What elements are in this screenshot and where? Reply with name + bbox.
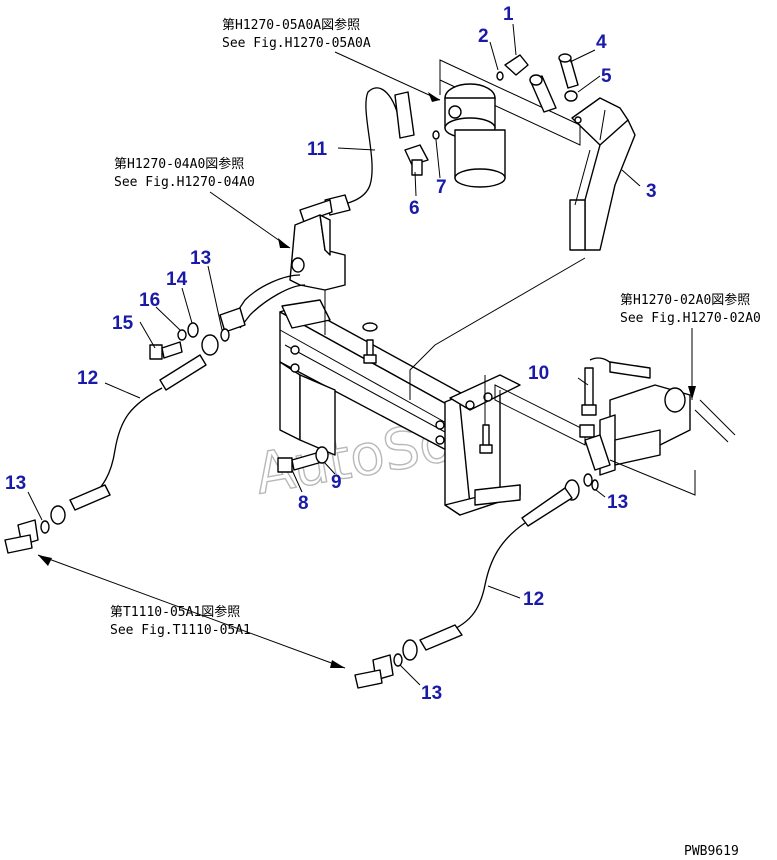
callout-14: 14 — [166, 269, 188, 290]
o-ring-7 — [432, 130, 440, 140]
callout-13-right: 13 — [607, 492, 628, 513]
elbow-6 — [404, 144, 429, 176]
callout-10: 10 — [528, 363, 549, 384]
callout-6: 6 — [409, 198, 420, 219]
port-lower-left — [4, 519, 39, 554]
callout-12-right: 12 — [523, 589, 544, 610]
o-ring-13-lower-left — [40, 520, 50, 534]
svg-text:See Fig.H1270-04A0: See Fig.H1270-04A0 — [114, 175, 255, 190]
washer-9 — [315, 446, 329, 464]
frame-bolts — [362, 322, 493, 454]
o-ring-13-right — [591, 479, 599, 491]
ref-h1270-05a0a: 第H1270-05A0A図参照 See Fig.H1270-05A0A — [222, 17, 371, 51]
callout-13-bottom: 13 — [421, 683, 442, 704]
svg-text:See Fig.H1270-05A0A: See Fig.H1270-05A0A — [222, 36, 371, 51]
hose-11 — [299, 87, 415, 223]
o-ring-13-bottom — [393, 653, 403, 667]
svg-text:第H1270-02A0図参照: 第H1270-02A0図参照 — [620, 292, 750, 308]
bracket-3 — [569, 97, 636, 251]
callout-4: 4 — [596, 32, 607, 53]
o-ring-2 — [496, 71, 504, 81]
bolt-15 — [149, 341, 183, 360]
svg-text:第T1110-05A1図参照: 第T1110-05A1図参照 — [110, 604, 240, 620]
ref-h1270-04a0: 第H1270-04A0図参照 See Fig.H1270-04A0 — [114, 156, 255, 190]
bolt-4 — [558, 53, 579, 89]
callout-7: 7 — [436, 177, 447, 198]
drawing-code: PWB9619 — [684, 844, 739, 859]
callout-leaders — [27, 23, 641, 686]
callout-2: 2 — [478, 26, 489, 47]
svg-text:See Fig.H1270-02A0: See Fig.H1270-02A0 — [620, 311, 761, 326]
valve-block — [219, 214, 346, 333]
washer-5 — [564, 90, 578, 102]
callout-13-left: 13 — [5, 473, 26, 494]
bolt-10 — [581, 367, 597, 416]
callout-13-top: 13 — [190, 248, 211, 269]
filter-assembly — [439, 59, 581, 188]
callout-3: 3 — [646, 181, 657, 202]
callout-1: 1 — [503, 4, 514, 25]
callout-11: 11 — [307, 139, 328, 160]
o-ring-13-upper — [220, 328, 230, 342]
ref-h1270-02a0: 第H1270-02A0図参照 See Fig.H1270-02A0 — [620, 292, 761, 326]
callout-15: 15 — [112, 313, 134, 334]
svg-text:第H1270-05A0A図参照: 第H1270-05A0A図参照 — [222, 17, 360, 33]
callout-9: 9 — [331, 472, 342, 493]
svg-text:第H1270-04A0図参照: 第H1270-04A0図参照 — [114, 156, 244, 172]
washer-16 — [177, 329, 187, 341]
port-bottom — [354, 654, 394, 689]
right-valve-block — [494, 357, 736, 496]
reference-leaders — [37, 51, 696, 669]
callout-16: 16 — [139, 290, 160, 311]
callout-12-left: 12 — [77, 368, 98, 389]
svg-text:See Fig.T1110-05A1: See Fig.T1110-05A1 — [110, 623, 251, 638]
callout-5: 5 — [601, 66, 612, 87]
hose-12-left — [50, 334, 219, 525]
callout-8: 8 — [298, 493, 309, 514]
flange-14 — [187, 322, 199, 338]
ref-t1110-05a1: 第T1110-05A1図参照 See Fig.T1110-05A1 — [110, 604, 251, 638]
hose-12-right — [402, 473, 593, 661]
fitting-1 — [504, 54, 557, 113]
